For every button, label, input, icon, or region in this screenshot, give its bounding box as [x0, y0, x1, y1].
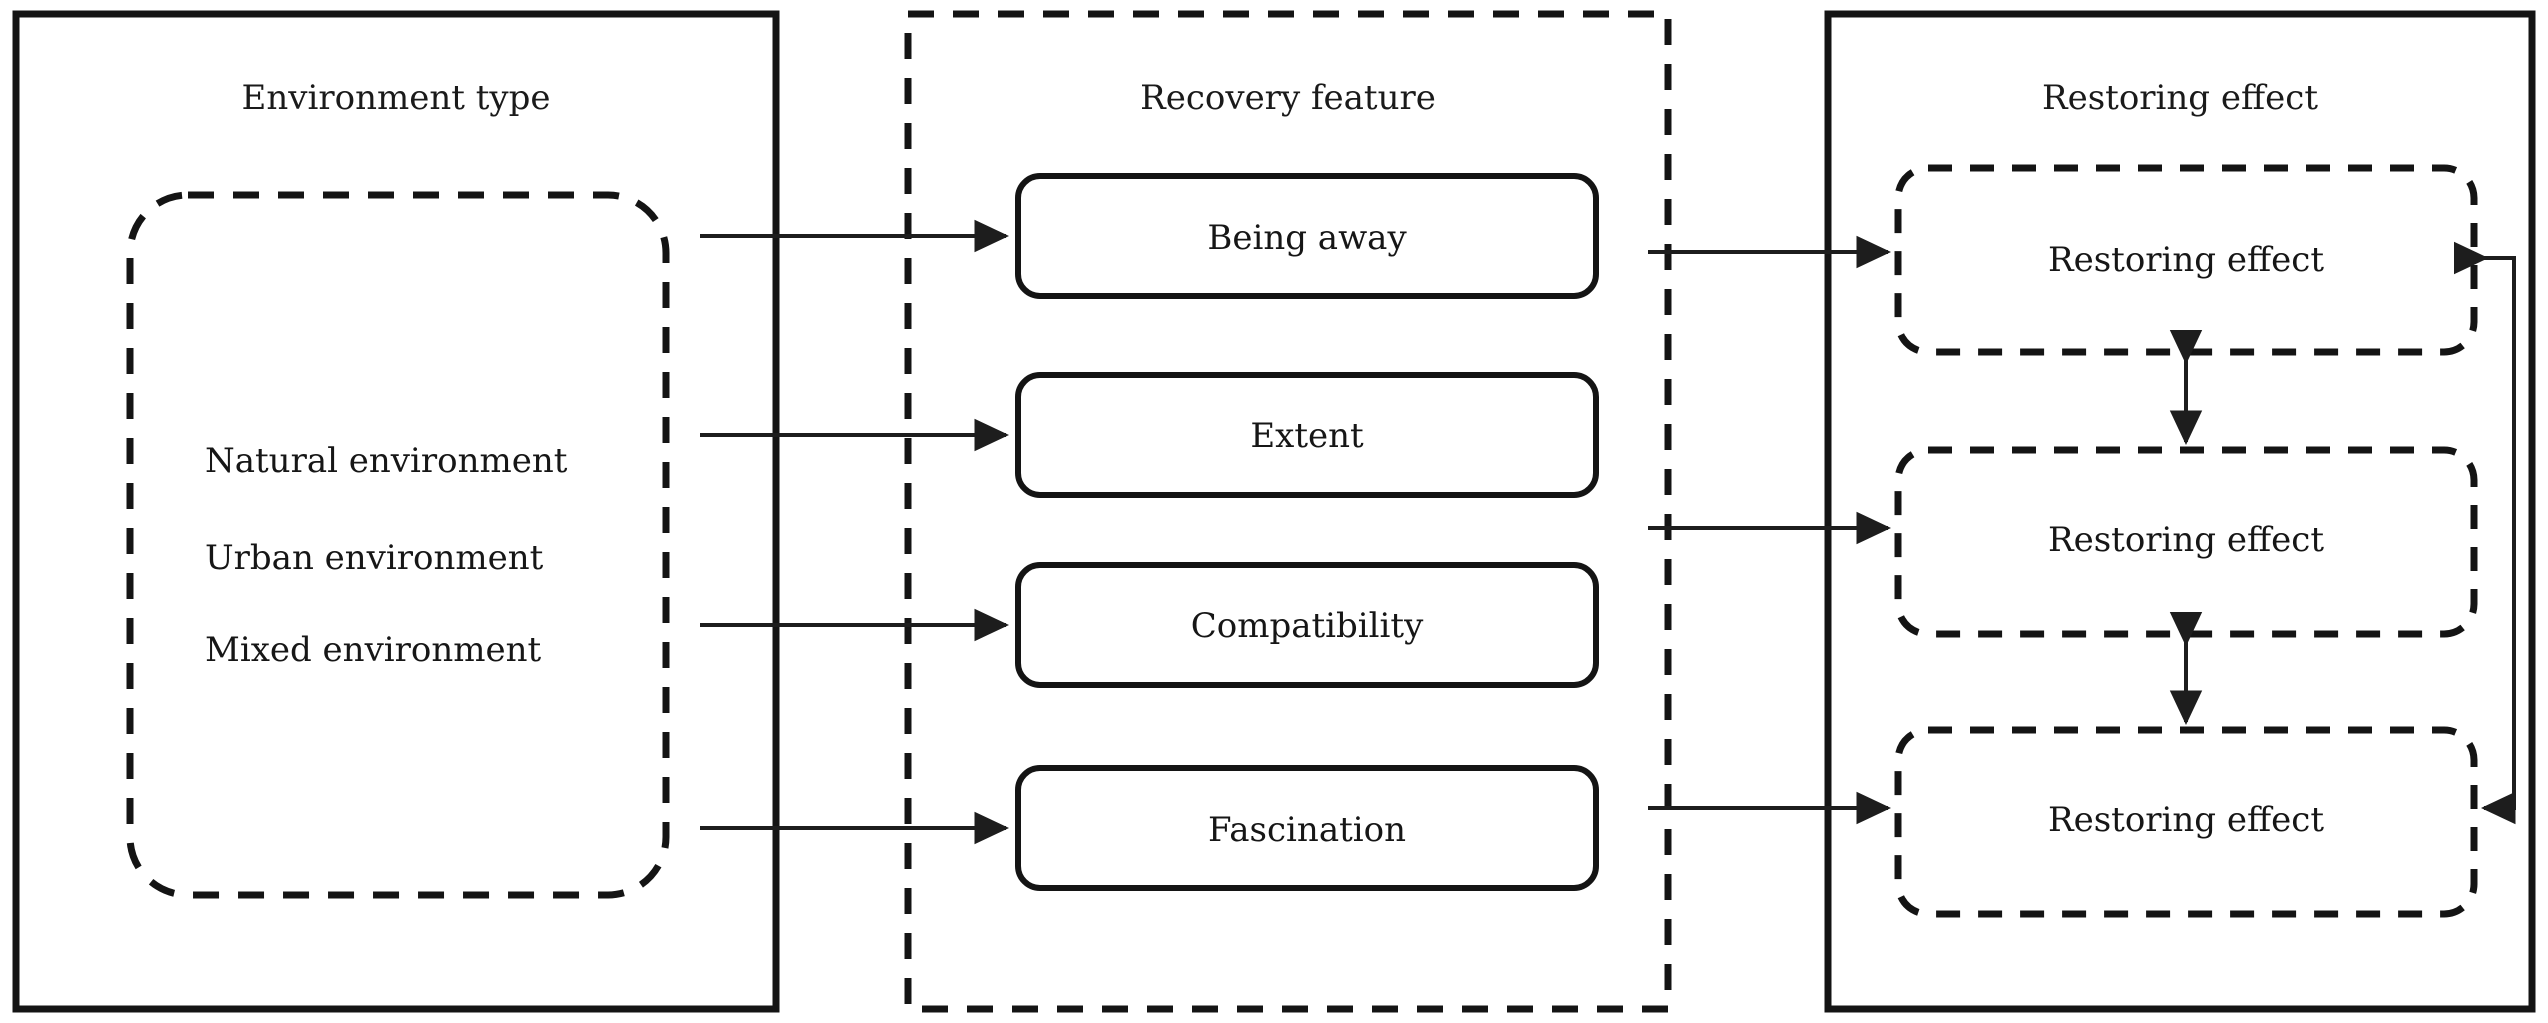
recovery-node-being-away-label: Being away [1207, 218, 1407, 258]
restoring-node-2-label: Restoring effect [2048, 520, 2324, 560]
panel-recovery-heading: Recovery feature [1140, 78, 1436, 118]
recovery-node-fascination-label: Fascination [1208, 810, 1406, 850]
restoring-node-2[interactable] [1894, 446, 2478, 638]
recovery-node-being-away[interactable] [1015, 173, 1599, 299]
panel-environment-border [12, 10, 780, 1013]
restoring-node-3-label: Restoring effect [2048, 800, 2324, 840]
environment-group-dashed-box [126, 191, 670, 899]
connector-restoring-1-to-3-bracket [2454, 241, 2516, 825]
recovery-node-extent-label: Extent [1250, 416, 1364, 456]
connectors-restoring-internal [2169, 241, 2516, 825]
environment-item-mixed[interactable]: Mixed environment [205, 630, 542, 670]
connectors-recovery-to-restoring [1648, 235, 1891, 825]
recovery-node-fascination[interactable] [1015, 765, 1599, 891]
panel-recovery-feature: Recovery feature Being away Extent Compa… [904, 10, 1672, 1013]
restoring-node-1[interactable] [1894, 164, 2478, 356]
recovery-node-compatibility-label: Compatibility [1191, 606, 1424, 646]
recovery-node-compatibility[interactable] [1015, 562, 1599, 688]
panel-environment-heading: Environment type [242, 78, 551, 118]
panel-restoring-effect: Restoring effect Restoring effect Restor… [1824, 10, 2536, 1013]
connectors-environment-to-recovery [700, 219, 1009, 845]
environment-item-natural[interactable]: Natural environment [205, 441, 568, 481]
panel-restoring-heading: Restoring effect [2042, 78, 2318, 118]
restoring-node-1-label: Restoring effect [2048, 240, 2324, 280]
panel-restoring-border [1824, 10, 2536, 1013]
panel-recovery-border [904, 10, 1672, 1013]
environment-item-urban[interactable]: Urban environment [205, 538, 544, 578]
recovery-node-extent[interactable] [1015, 372, 1599, 498]
restoring-node-3[interactable] [1894, 726, 2478, 918]
panel-environment-type: Environment type Natural environment Urb… [12, 10, 780, 1013]
